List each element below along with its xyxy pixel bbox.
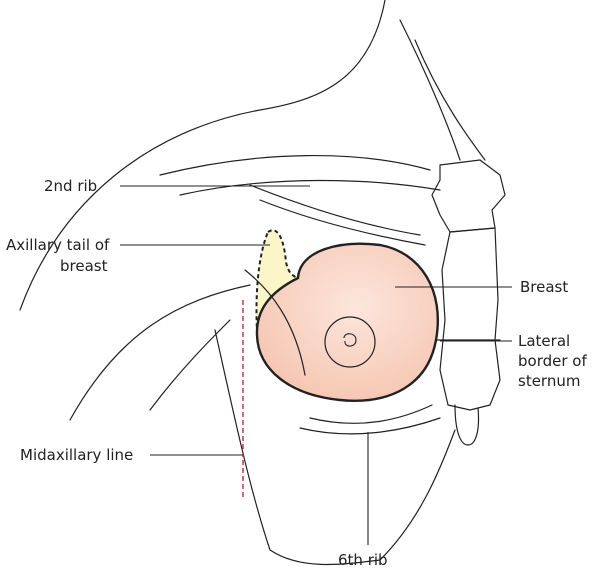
sternum [431,159,506,446]
chest-lower-right [379,429,456,561]
labels: 2nd rib Axillary tail of breast Midaxill… [6,177,587,569]
ribs [249,184,441,435]
lateral-chest-wall [214,329,381,566]
sternum-body [439,227,501,411]
shoulder-curve [19,0,386,311]
label-2nd-rib: 2nd rib [44,177,97,195]
neck-line [399,19,461,161]
nipple-areola [324,316,376,368]
nipple [343,333,357,347]
torso-outline [19,0,486,566]
leader-lines [120,185,512,545]
label-sternum-3: sternum [518,372,580,390]
arm-lower [149,319,231,411]
pectoral-fold [244,269,306,376]
clavicle-lower [179,179,441,196]
label-6th-rib: 6th rib [338,551,388,569]
label-breast: Breast [520,278,568,296]
xiphoid [454,404,480,446]
label-axillary-tail-2: breast [60,257,108,275]
arm-upper [69,284,251,421]
rib-6 [299,417,441,435]
trapezius-line [414,39,486,161]
rib-2 [249,184,421,236]
label-axillary-tail-1: Axillary tail of [6,236,110,254]
label-midaxillary-line: Midaxillary line [20,446,133,464]
rib-2-lower [259,199,426,246]
clavicle-upper [159,154,431,176]
label-sternum-1: Lateral [518,332,570,350]
label-sternum-2: border of [518,352,587,370]
manubrium [431,159,506,233]
areola [324,316,376,368]
rib-6-inner [309,404,433,424]
